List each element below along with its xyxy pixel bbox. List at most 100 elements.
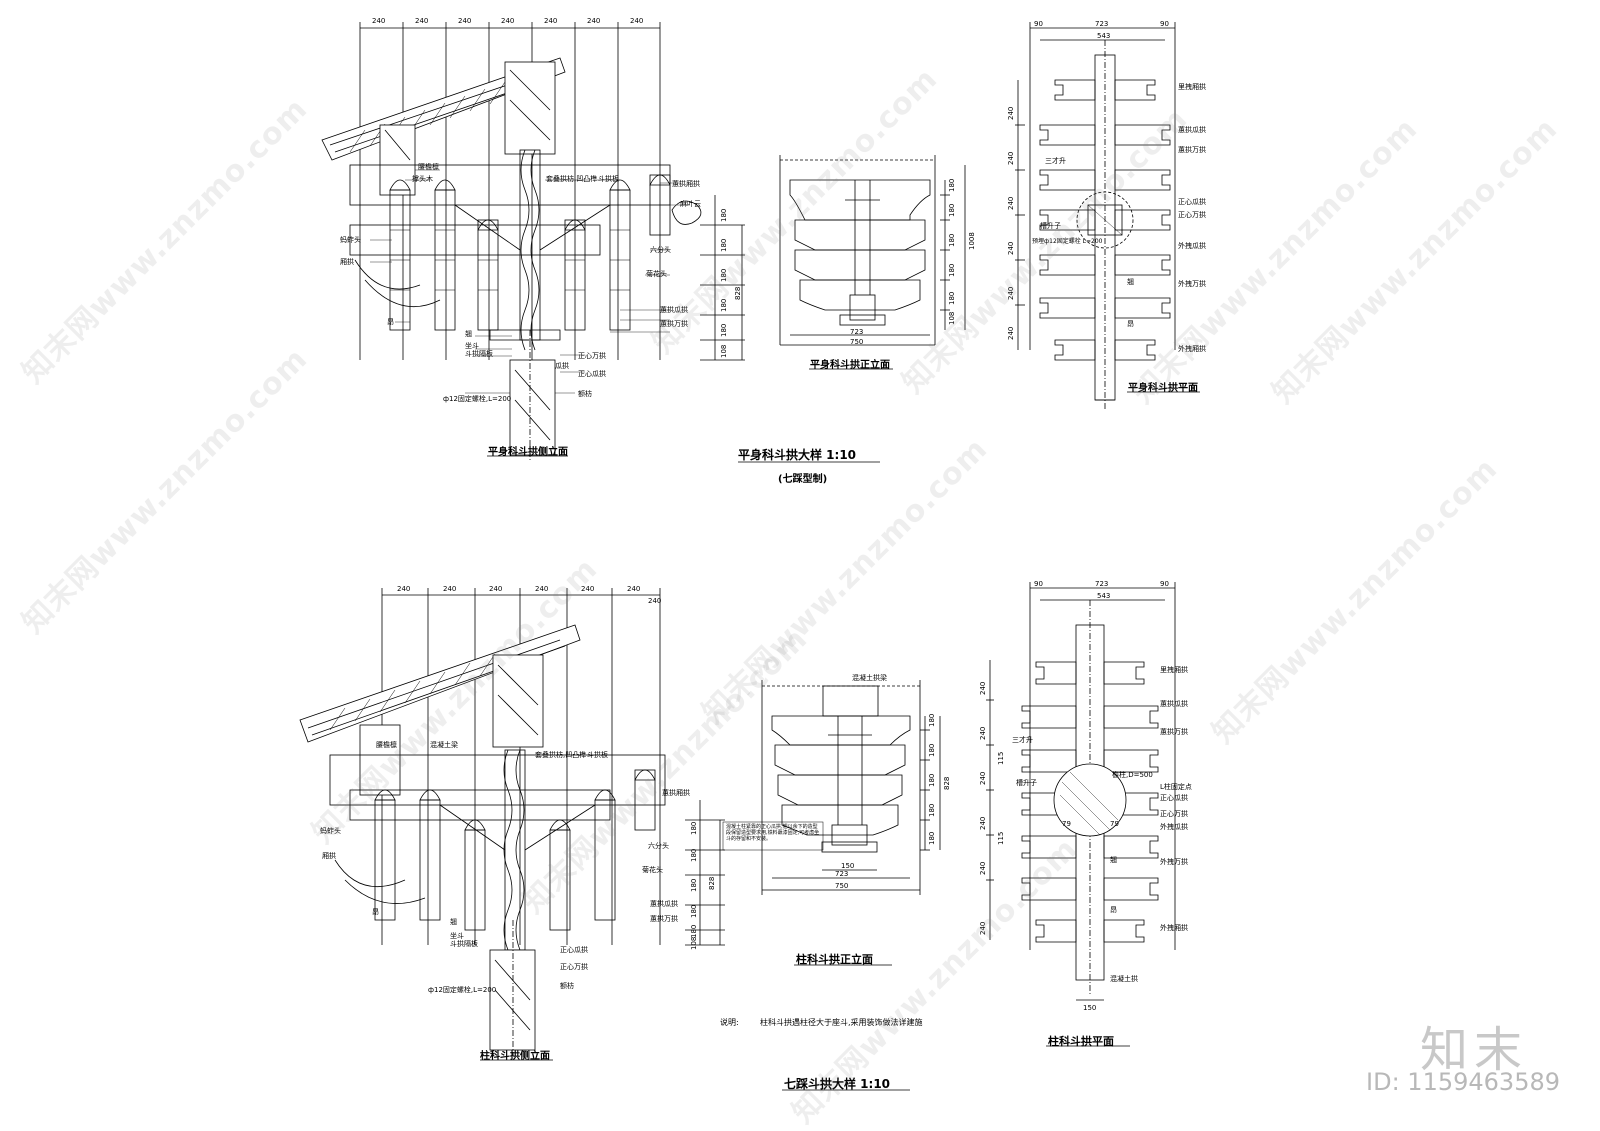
label-zhengxin-wan: 正心万拱	[1160, 810, 1188, 818]
label-zhengxin-wan: 正心万拱	[1178, 211, 1206, 219]
bottom-plan-dim: 150	[1083, 1004, 1097, 1012]
bottom-side-dim: 240	[443, 585, 457, 593]
bottom-front-vdim: 180	[928, 713, 936, 727]
bottom-plan-vdim: 240	[979, 726, 987, 740]
top-side-dim: 240	[415, 17, 429, 25]
label-xianggong: 厢拱	[322, 852, 336, 860]
bottom-plan-dim: 723	[1095, 580, 1109, 588]
bottom-plan-vdim: 240	[979, 771, 987, 785]
label-sancaisheng: 三才升	[1012, 736, 1033, 744]
label-waizhuai-xiang: 外拽厢拱	[1178, 345, 1206, 353]
label-ang: 昂	[1110, 906, 1117, 914]
top-plan	[1015, 22, 1176, 410]
bottom-plan-vdim: 115	[997, 751, 1005, 765]
label-qiao: 翘	[450, 918, 457, 926]
top-plan-dim: 543	[1097, 32, 1111, 40]
top-side-vdim: 180	[720, 323, 728, 337]
label-huigong-wan: 蕙拱万拱	[650, 915, 678, 923]
label-zhengxin-guagong: 正心瓜拱	[578, 370, 606, 378]
top-plan-vdim: 240	[1007, 151, 1015, 165]
top-group-subtitle: (七踩型制)	[778, 474, 828, 485]
label-mazhatou: 蚂蚱头	[340, 236, 361, 244]
bottom-front-dim: 150	[841, 862, 855, 870]
bottom-side-dim: 240	[535, 585, 549, 593]
label-waizhuai-wan: 外拽万拱	[1178, 280, 1206, 288]
note-text: 柱科斗拱遇柱径大于座斗,采用装饰做法详建施	[760, 1018, 923, 1027]
label-zhengxin-gua: 正心瓜拱	[1178, 198, 1206, 206]
label-bolt: ф12固定螺栓,L=200	[443, 395, 512, 403]
bottom-side-total: 828	[708, 876, 716, 890]
top-front-dim: 723	[850, 328, 864, 336]
label-preembed-bolt: 预埋ф12固定螺栓 L=200	[1032, 238, 1103, 245]
label-yaoyan-lin: 腰檐檩	[418, 163, 439, 171]
site-logo: 知末	[1419, 1022, 1528, 1078]
label-yaoyan-lin: 腰檐檩	[376, 741, 397, 749]
label-zhengxin-gua: 正心瓜拱	[1160, 794, 1188, 802]
top-side-dim: 240	[372, 17, 386, 25]
bottom-side-dim: 240	[627, 585, 641, 593]
top-side-dim: 240	[544, 17, 558, 25]
top-front-vdim: 180	[948, 291, 956, 305]
top-side-vdim: 180	[720, 208, 728, 222]
label-huigong-gua: 蕙拱瓜拱	[650, 900, 678, 908]
top-front-vdim: 180	[948, 263, 956, 277]
top-side-dim: 240	[458, 17, 472, 25]
label-qiao: 翘	[465, 330, 472, 338]
bottom-side-dim: 240	[648, 597, 662, 605]
bottom-front-vdim: 180	[928, 743, 936, 757]
bottom-side-dim: 240	[397, 585, 411, 593]
bottom-side-vdim: 180	[690, 821, 698, 835]
label-lizhuai-xiang: 里拽厢拱	[1160, 666, 1188, 674]
label-dougongban: 斗拱板	[587, 751, 608, 759]
label-zhengxin-wangong: 正心万拱	[578, 352, 606, 360]
label-concrete-beam: 混凝土拱梁	[852, 674, 887, 682]
bottom-side-vdim: 180	[690, 848, 698, 862]
label-mazhatou: 蚂蚱头	[320, 827, 341, 835]
label-liufentou: 六分头	[650, 246, 671, 254]
bottom-plan-title: 柱科斗拱平面	[1048, 1035, 1114, 1048]
label-huigong-wan: 蕙拱万拱	[660, 320, 688, 328]
bottom-plan-dim: 79	[1062, 820, 1071, 828]
top-plan-vdim: 240	[1007, 106, 1015, 120]
label-caoshengzi: 槽升子	[1040, 222, 1061, 230]
bottom-side-vdim: 180	[690, 904, 698, 918]
label-qiao: 翘	[1110, 856, 1117, 864]
front-note: 混凝土柱紧靠的正心瓜拱,翘以余下的造型段保留造型要求用,铁料蘸漆固定,可考虑坐斗…	[726, 824, 820, 842]
label-eave-column: 檐柱,D=500	[1112, 771, 1153, 779]
label-waizhuai-xiang: 外拽厢拱	[1160, 924, 1188, 932]
label-taodie: 套叠拱枋,凹凸榫	[535, 751, 587, 759]
label-huigong-gua: 蕙拱瓜拱	[1160, 700, 1188, 708]
bottom-plan-dim: 90	[1034, 580, 1043, 588]
label-juhuatou: 菊花头	[642, 866, 663, 874]
bottom-side-elevation	[299, 588, 725, 1055]
label-concrete-arch: 混凝土拱	[1110, 975, 1138, 983]
bottom-front-dim: 750	[835, 882, 849, 890]
label-zuodou: 坐斗	[450, 932, 464, 940]
label-xianggong: 厢拱	[340, 258, 354, 266]
bottom-front-dim: 723	[835, 870, 849, 878]
bottom-plan-dim: 90	[1160, 580, 1169, 588]
top-plan-dim: 90	[1034, 20, 1043, 28]
top-plan-vdim: 240	[1007, 196, 1015, 210]
label-zhengxin-guagong: 正心瓜拱	[560, 946, 588, 954]
bottom-side-vdim: 108	[690, 936, 698, 950]
bottom-group-title: 七踩斗拱大样 1:10	[784, 1077, 891, 1091]
label-waizhuai-gua: 外拽瓜拱	[1160, 823, 1188, 831]
top-front-vdim: 180	[948, 203, 956, 217]
label-huigong-xiang: 蕙拱厢拱	[672, 180, 700, 188]
bottom-front-total: 828	[943, 776, 951, 790]
bottom-front-vdim: 180	[928, 831, 936, 845]
bottom-front-title: 柱科斗拱正立面	[796, 953, 873, 966]
label-huigong-xiang: 蕙拱厢拱	[662, 789, 690, 797]
top-side-vdim: 108	[720, 344, 728, 358]
label-fixed-point: L柱固定点	[1160, 783, 1192, 791]
bottom-plan	[986, 582, 1176, 1001]
top-side-dim: 240	[630, 17, 644, 25]
label-waizhuai-wan: 外拽万拱	[1160, 858, 1188, 866]
bottom-plan-dim: 79	[1110, 820, 1119, 828]
top-side-dim: 240	[501, 17, 515, 25]
top-plan-dim: 723	[1095, 20, 1109, 28]
bottom-plan-vdim: 115	[997, 831, 1005, 845]
bottom-plan-dim: 543	[1097, 592, 1111, 600]
top-side-dim: 240	[587, 17, 601, 25]
